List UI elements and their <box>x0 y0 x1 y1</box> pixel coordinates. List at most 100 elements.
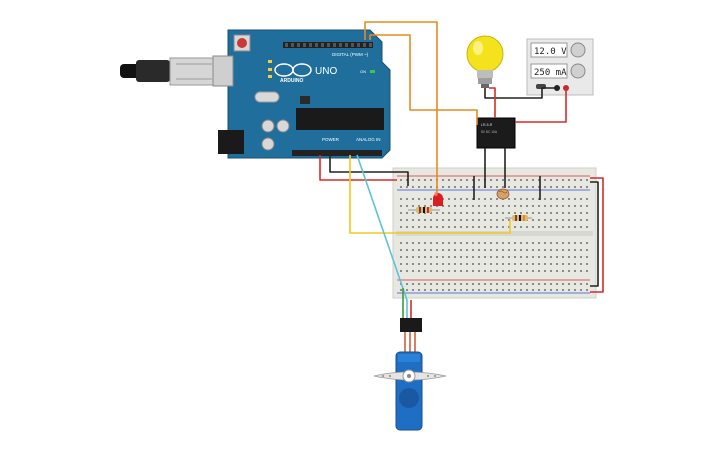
breadboard-hole <box>568 289 570 291</box>
wire-red-bulb-relay[interactable] <box>489 87 496 118</box>
breadboard-hole <box>544 212 546 214</box>
breadboard-hole <box>502 219 504 221</box>
breadboard-hole <box>460 263 462 265</box>
servo-motor-icon[interactable] <box>373 318 447 431</box>
breadboard-hole <box>544 179 546 181</box>
breadboard-hole <box>400 289 402 291</box>
breadboard-hole <box>478 242 480 244</box>
reset-button[interactable] <box>237 38 247 48</box>
breadboard-hole <box>580 256 582 258</box>
breadboard-hole <box>436 270 438 272</box>
wire-orange-led[interactable] <box>364 21 438 193</box>
breadboard-hole <box>478 219 480 221</box>
breadboard-hole <box>424 219 426 221</box>
breadboard-hole <box>496 283 498 285</box>
breadboard-hole <box>418 249 420 251</box>
wire-red-5v[interactable] <box>319 155 397 181</box>
wire-cyan-servo[interactable] <box>356 154 408 318</box>
wires <box>319 21 604 318</box>
breadboard-hole <box>532 226 534 228</box>
breadboard-hole <box>538 249 540 251</box>
breadboard-hole <box>526 263 528 265</box>
wire-yellow-a0[interactable] <box>349 155 511 234</box>
breadboard-hole <box>562 283 564 285</box>
breadboard-hole <box>568 263 570 265</box>
breadboard-hole <box>580 270 582 272</box>
breadboard-hole <box>550 226 552 228</box>
breadboard-hole <box>412 219 414 221</box>
arduino-uno-board[interactable]: DIGITAL (PWM ~) ARDUINO UNO ON POWER ANA… <box>212 29 391 159</box>
current-knob[interactable] <box>570 63 586 79</box>
breadboard-hole <box>514 179 516 181</box>
wire-red-rail[interactable] <box>590 177 604 293</box>
breadboard-hole <box>460 186 462 188</box>
breadboard-hole <box>478 270 480 272</box>
power-supply[interactable]: 12.0 V 250 mA <box>526 38 594 96</box>
breadboard-hole <box>442 179 444 181</box>
breadboard-hole <box>526 179 528 181</box>
breadboard-hole <box>472 289 474 291</box>
breadboard-hole <box>562 198 564 200</box>
breadboard-hole <box>406 249 408 251</box>
wire-black-gnd[interactable] <box>329 155 409 186</box>
resistor-ldr[interactable] <box>505 215 532 221</box>
breadboard-hole <box>460 179 462 181</box>
breadboard-hole <box>478 179 480 181</box>
breadboard-hole <box>508 198 510 200</box>
breadboard-hole <box>424 186 426 188</box>
wire-black-ps-bulb[interactable] <box>484 87 557 99</box>
breadboard-hole <box>490 219 492 221</box>
breadboard-hole <box>508 226 510 228</box>
breadboard-hole <box>484 256 486 258</box>
breadboard-hole <box>406 219 408 221</box>
breadboard-hole <box>550 212 552 214</box>
breadboard-hole <box>490 242 492 244</box>
breadboard-hole <box>406 270 408 272</box>
breadboard-hole <box>400 263 402 265</box>
breadboard-hole <box>568 219 570 221</box>
breadboard-hole <box>460 283 462 285</box>
breadboard-hole <box>412 226 414 228</box>
wire-orange-relay[interactable] <box>369 34 478 125</box>
breadboard-hole <box>484 249 486 251</box>
breadboard-hole <box>580 289 582 291</box>
light-bulb-icon[interactable] <box>466 35 504 88</box>
breadboard-hole <box>484 226 486 228</box>
resistor-led[interactable] <box>408 207 440 213</box>
breadboard-hole <box>520 289 522 291</box>
breadboard-hole <box>484 205 486 207</box>
breadboard-hole <box>454 226 456 228</box>
breadboard-hole <box>544 186 546 188</box>
breadboard-hole <box>472 263 474 265</box>
relay-module[interactable]: LR-5-R 5V DC 10A <box>476 117 516 149</box>
servo-connector <box>400 318 422 332</box>
breadboard-hole <box>484 219 486 221</box>
breadboard-hole <box>412 289 414 291</box>
wire-black-rail[interactable] <box>590 181 599 287</box>
breadboard-hole <box>424 249 426 251</box>
breadboard-hole <box>460 212 462 214</box>
breadboard-hole <box>442 186 444 188</box>
breadboard-hole <box>574 256 576 258</box>
photoresistor[interactable] <box>496 188 510 200</box>
breadboard-hole <box>412 256 414 258</box>
wire-red-ps[interactable] <box>515 88 567 123</box>
breadboard-hole <box>562 226 564 228</box>
usb-connector <box>169 57 217 86</box>
breadboard-hole <box>508 283 510 285</box>
breadboard-hole <box>442 226 444 228</box>
voltage-knob[interactable] <box>570 42 586 58</box>
voltage-readout: 12.0 V <box>534 47 567 57</box>
breadboard-hole <box>466 212 468 214</box>
breadboard-hole <box>442 270 444 272</box>
breadboard-hole <box>496 205 498 207</box>
breadboard-hole <box>526 242 528 244</box>
breadboard-hole <box>574 198 576 200</box>
breadboard-hole <box>496 186 498 188</box>
breadboard-hole <box>400 270 402 272</box>
breadboard-hole <box>400 242 402 244</box>
breadboard-hole <box>454 212 456 214</box>
breadboard-hole <box>514 226 516 228</box>
breadboard-hole <box>484 270 486 272</box>
usb-cable[interactable] <box>120 57 217 86</box>
